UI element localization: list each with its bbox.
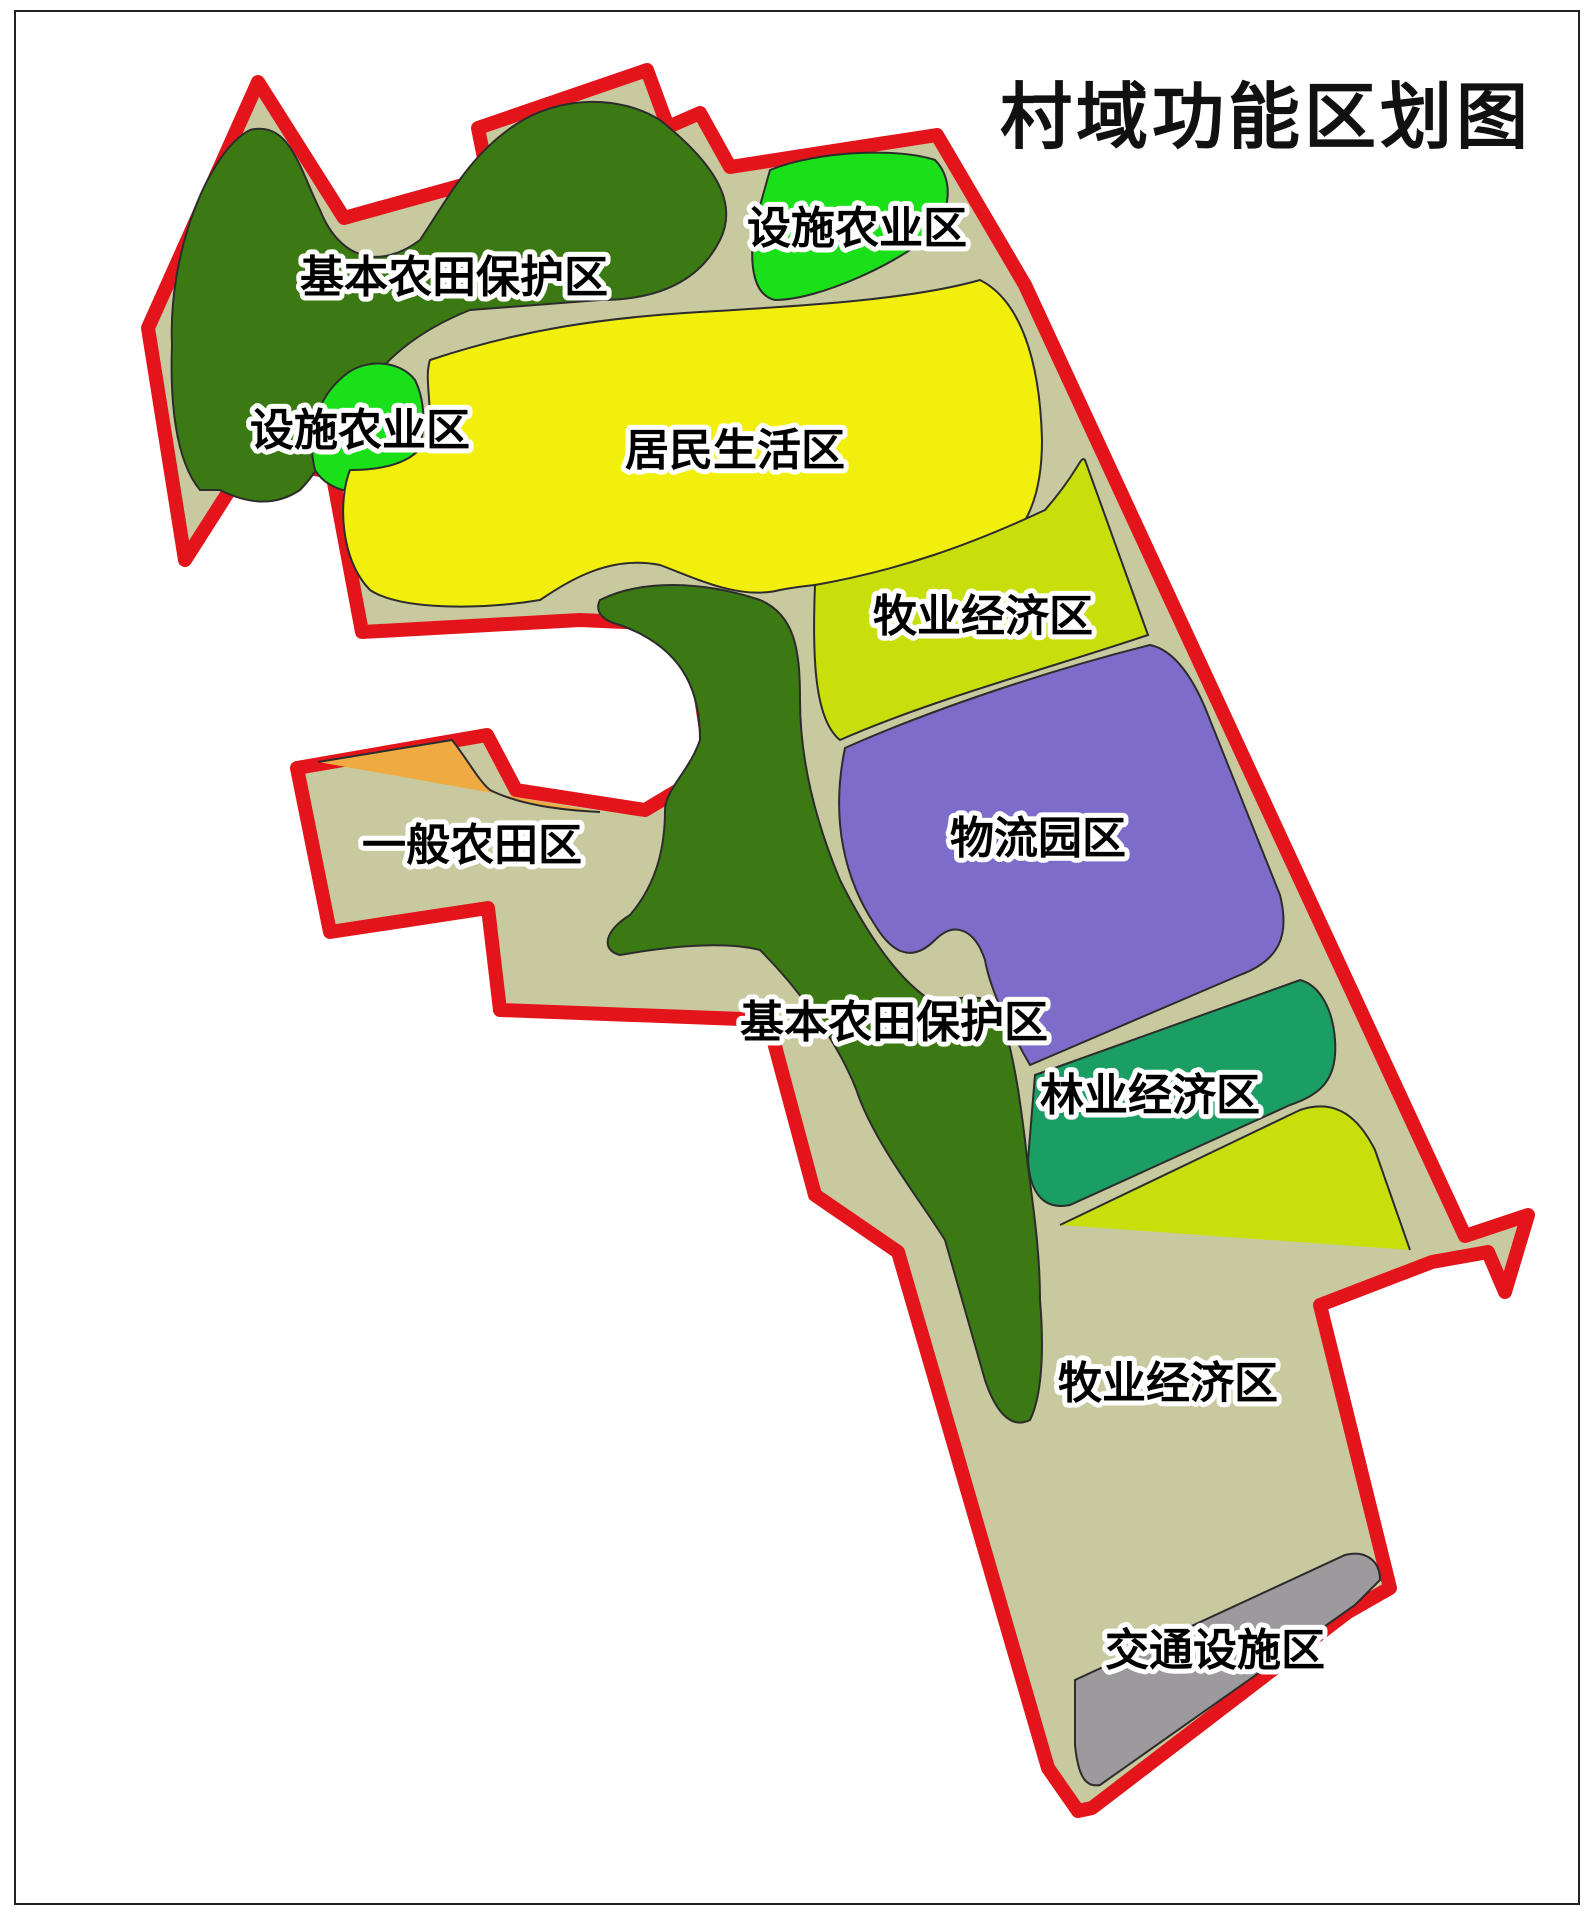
label-facility-agriculture-ne: 设施农业区 (747, 203, 967, 254)
map-title: 村域功能区划图 (999, 75, 1532, 159)
zone-livestock-south (1059, 1105, 1411, 1251)
label-residential: 居民生活区 (625, 425, 845, 476)
zone-residential (342, 278, 1044, 608)
zone-basic-farmland-north (170, 100, 728, 503)
label-facility-agriculture-w: 设施农业区 (250, 405, 470, 456)
zone-forestry (1026, 978, 1337, 1207)
zone-livestock-north (813, 458, 1150, 742)
label-forestry: 林业经济区 (1040, 1070, 1260, 1121)
zone-basic-farmland-central (597, 584, 1043, 1424)
label-transport: 交通设施区 (1105, 1625, 1325, 1676)
label-basic-farmland-north: 基本农田保护区 (300, 252, 608, 303)
label-general-farmland: 一般农田区 (362, 820, 582, 871)
label-logistics: 物流园区 (950, 813, 1126, 864)
zone-logistics (838, 643, 1285, 1067)
label-livestock-north: 牧业经济区 (873, 591, 1093, 642)
zone-facility-agriculture-ne (751, 151, 949, 302)
zone-general-farmland (317, 738, 601, 813)
zone-transport (1074, 1552, 1382, 1787)
label-basic-farmland-central: 基本农田保护区 (740, 997, 1048, 1048)
label-livestock-south: 牧业经济区 (1058, 1358, 1278, 1409)
